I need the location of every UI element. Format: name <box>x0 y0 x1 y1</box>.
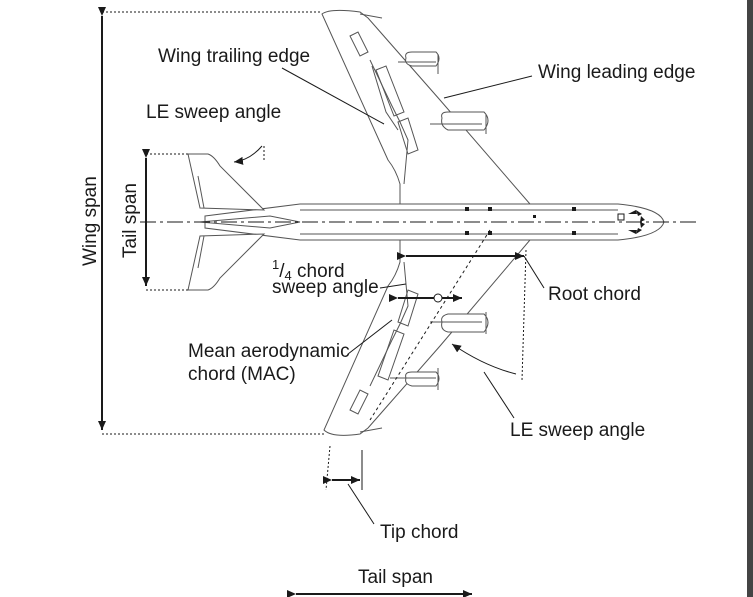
wing-lower <box>323 239 532 436</box>
wing-span-dimension <box>98 7 324 435</box>
label-mac-line2: chord (MAC) <box>188 364 296 385</box>
horizontal-tail-lower <box>187 233 266 291</box>
engine-lower-inboard <box>430 312 489 334</box>
quarter-chord-numerator: 1 <box>272 257 280 272</box>
image-border-right <box>747 0 753 597</box>
label-le-sweep-angle-top: LE sweep angle <box>146 102 282 123</box>
engine-upper-inboard <box>430 111 489 134</box>
horizontal-tail-upper <box>187 153 266 211</box>
cockpit-windshield <box>617 210 645 234</box>
label-le-sweep-angle-bottom: LE sweep angle <box>510 420 646 441</box>
label-mac-line1: Mean aerodynamic <box>188 341 350 362</box>
quarter-chord-slash: / <box>279 261 285 282</box>
label-tail-span-vertical: Tail span <box>120 183 141 258</box>
fuselage-details <box>465 207 576 235</box>
leader-lines <box>233 67 545 597</box>
label-sweep-angle: sweep angle <box>272 277 379 298</box>
upper-flaps <box>349 31 419 155</box>
engine-upper-outboard <box>398 51 440 74</box>
label-wing-leading-edge: Wing leading edge <box>538 62 696 83</box>
label-wing-trailing-edge: Wing trailing edge <box>158 46 311 67</box>
tail-span-dimension <box>142 149 190 291</box>
label-root-chord: Root chord <box>548 284 641 305</box>
quarter-chord-word: chord <box>291 261 345 282</box>
label-quarter-chord: 1/4 chord <box>272 254 345 287</box>
quarter-chord-denominator: 4 <box>284 268 292 283</box>
wing-upper <box>321 9 532 205</box>
label-wing-span: Wing span <box>80 176 101 266</box>
label-tail-span-bottom: Tail span <box>358 567 433 588</box>
label-tip-chord: Tip chord <box>380 522 459 543</box>
engine-lower-outboard <box>390 368 440 390</box>
